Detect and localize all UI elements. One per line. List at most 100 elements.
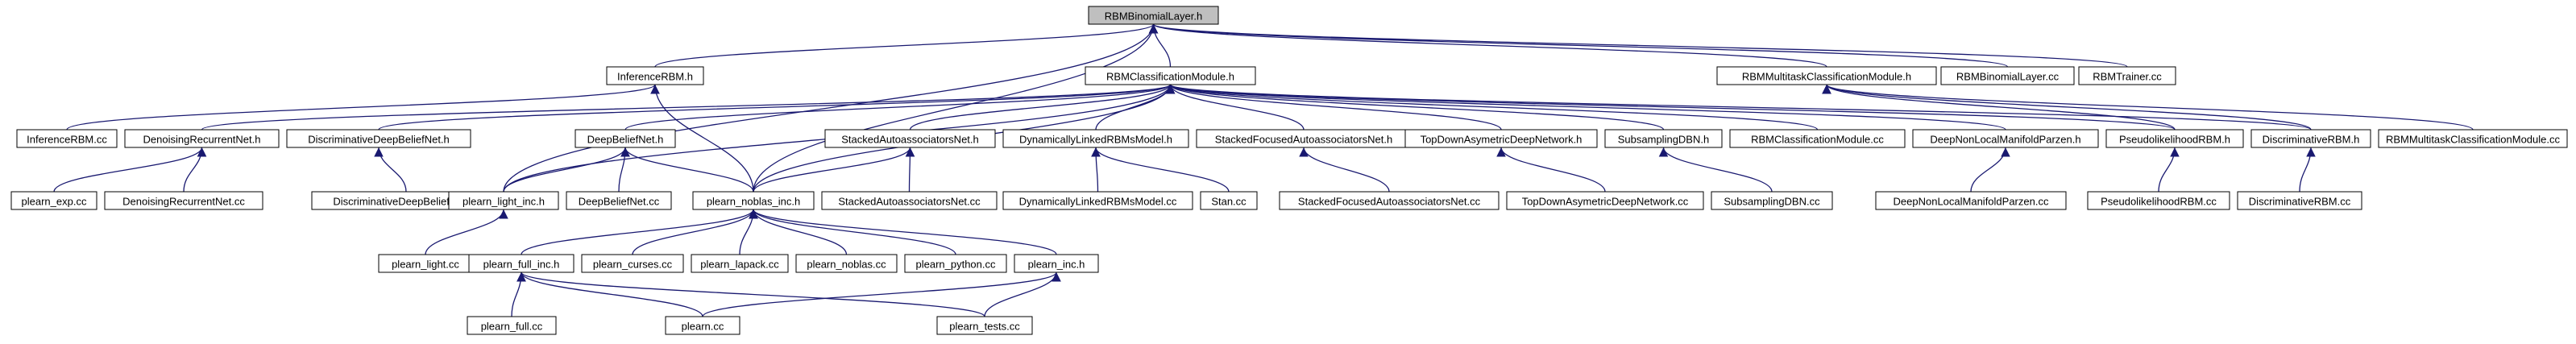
file-node-plearn-curses-cc[interactable]: plearn_curses.cc bbox=[581, 254, 684, 273]
node-box[interactable] bbox=[1002, 191, 1193, 210]
file-node-plearn-inc-h[interactable]: plearn_inc.h bbox=[1014, 254, 1099, 273]
file-node-deepbeliefnet-h[interactable]: DeepBeliefNet.h bbox=[575, 129, 676, 148]
file-node-plearn-tests-cc[interactable]: plearn_tests.cc bbox=[936, 316, 1033, 335]
node-box[interactable] bbox=[1604, 129, 1723, 148]
include-edge bbox=[503, 147, 630, 193]
node-label: plearn_exp.cc bbox=[22, 196, 87, 208]
node-box[interactable] bbox=[936, 316, 1033, 335]
node-box[interactable] bbox=[1014, 254, 1099, 273]
file-node-topdownasymetricdeepnetwork-h[interactable]: TopDownAsymetricDeepNetwork.h bbox=[1404, 129, 1598, 148]
node-box[interactable] bbox=[581, 254, 684, 273]
node-label: PseudolikelihoodRBM.cc bbox=[2101, 196, 2217, 208]
node-box[interactable] bbox=[692, 191, 815, 210]
node-label: RBMBinomialLayer.cc bbox=[1956, 71, 2060, 83]
file-node-subsamplingdbn-cc[interactable]: SubsamplingDBN.cc bbox=[1711, 191, 1833, 210]
file-node-rbmclassificationmodule-cc[interactable]: RBMClassificationModule.cc bbox=[1729, 129, 1906, 148]
node-box[interactable] bbox=[1404, 129, 1598, 148]
node-box[interactable] bbox=[1085, 66, 1256, 85]
include-edge bbox=[1299, 147, 1390, 193]
file-node-stackedautoassociatorsnet-h[interactable]: StackedAutoassociatorsNet.h bbox=[824, 129, 996, 148]
node-box[interactable] bbox=[1729, 129, 1906, 148]
include-edge bbox=[1166, 84, 2006, 131]
file-node-rbmtrainer-cc[interactable]: RBMTrainer.cc bbox=[2078, 66, 2176, 85]
file-node-stackedfocusedautoassociatorsnet-cc[interactable]: StackedFocusedAutoassociatorsNet.cc bbox=[1279, 191, 1500, 210]
file-node-denoisingrecurrentnet-h[interactable]: DenoisingRecurrentNet.h bbox=[124, 129, 280, 148]
node-box[interactable] bbox=[124, 129, 280, 148]
node-box[interactable] bbox=[468, 254, 575, 273]
file-node-discriminativedeepbeliefnet-h[interactable]: DiscriminativeDeepBeliefNet.h bbox=[286, 129, 471, 148]
node-box[interactable] bbox=[1711, 191, 1833, 210]
file-node-deepnonlocalmanifoldparzen-cc[interactable]: DeepNonLocalManifoldParzen.cc bbox=[1875, 191, 2067, 210]
node-box[interactable] bbox=[448, 191, 559, 210]
file-node-rbmbinomiallayer-cc[interactable]: RBMBinomialLayer.cc bbox=[1940, 66, 2075, 85]
file-node-rbmclassificationmodule-h[interactable]: RBMClassificationModule.h bbox=[1085, 66, 1256, 85]
include-edge bbox=[739, 209, 758, 255]
node-box[interactable] bbox=[606, 66, 704, 85]
file-node-discriminativerbm-cc[interactable]: DiscriminativeRBM.cc bbox=[2237, 191, 2362, 210]
node-box[interactable] bbox=[824, 129, 996, 148]
file-node-plearn-light-inc-h[interactable]: plearn_light_inc.h bbox=[448, 191, 559, 210]
node-label: DenoisingRecurrentNet.h bbox=[143, 134, 261, 146]
node-box[interactable] bbox=[1940, 66, 2075, 85]
node-box[interactable] bbox=[16, 129, 118, 148]
node-box[interactable] bbox=[2105, 129, 2244, 148]
node-box[interactable] bbox=[2078, 66, 2176, 85]
node-box[interactable] bbox=[904, 254, 1007, 273]
node-box[interactable] bbox=[1875, 191, 2067, 210]
node-box[interactable] bbox=[1912, 129, 2099, 148]
file-node-stackedfocusedautoassociatorsnet-h[interactable]: StackedFocusedAutoassociatorsNet.h bbox=[1196, 129, 1412, 148]
node-box[interactable] bbox=[2378, 129, 2568, 148]
file-node-denoisingrecurrentnet-cc[interactable]: DenoisingRecurrentNet.cc bbox=[104, 191, 263, 210]
file-node-stan-cc[interactable]: Stan.cc bbox=[1200, 191, 1258, 210]
file-node-plearn-noblas-inc-h[interactable]: plearn_noblas_inc.h bbox=[692, 191, 815, 210]
node-box[interactable] bbox=[104, 191, 263, 210]
file-node-plearn-python-cc[interactable]: plearn_python.cc bbox=[904, 254, 1007, 273]
node-box[interactable] bbox=[665, 316, 740, 335]
node-box[interactable] bbox=[1002, 129, 1189, 148]
file-node-plearn-full-cc[interactable]: plearn_full.cc bbox=[467, 316, 557, 335]
file-node-plearn-exp-cc[interactable]: plearn_exp.cc bbox=[10, 191, 97, 210]
file-node-dynamicallylinkedrbmsmodel-cc[interactable]: DynamicallyLinkedRBMsModel.cc bbox=[1002, 191, 1193, 210]
node-box[interactable] bbox=[566, 191, 672, 210]
include-edge bbox=[1149, 23, 2128, 68]
node-label: DiscriminativeDeepBeliefNet.cc bbox=[333, 196, 479, 208]
file-node-pseudolikelihoodrbm-cc[interactable]: PseudolikelihoodRBM.cc bbox=[2087, 191, 2230, 210]
file-node-discriminativerbm-h[interactable]: DiscriminativeRBM.h bbox=[2250, 129, 2371, 148]
node-box[interactable] bbox=[691, 254, 789, 273]
file-node-dynamicallylinkedrbmsmodel-h[interactable]: DynamicallyLinkedRBMsModel.h bbox=[1002, 129, 1189, 148]
file-node-plearn-light-cc[interactable]: plearn_light.cc bbox=[378, 254, 473, 273]
node-label: DynamicallyLinkedRBMsModel.h bbox=[1019, 134, 1172, 146]
file-node-inferencerbm-cc[interactable]: InferenceRBM.cc bbox=[16, 129, 118, 148]
file-node-inferencerbm-h[interactable]: InferenceRBM.h bbox=[606, 66, 704, 85]
node-box[interactable] bbox=[10, 191, 97, 210]
file-node-plearn-full-inc-h[interactable]: plearn_full_inc.h bbox=[468, 254, 575, 273]
node-box[interactable] bbox=[1279, 191, 1500, 210]
node-box[interactable] bbox=[821, 191, 998, 210]
file-node-deepbeliefnet-cc[interactable]: DeepBeliefNet.cc bbox=[566, 191, 672, 210]
node-box[interactable] bbox=[2237, 191, 2362, 210]
node-box[interactable] bbox=[1200, 191, 1258, 210]
node-box[interactable] bbox=[286, 129, 471, 148]
file-node-subsamplingdbn-h[interactable]: SubsamplingDBN.h bbox=[1604, 129, 1723, 148]
file-node-rbmmultitaskclassificationmodule-cc[interactable]: RBMMultitaskClassificationModule.cc bbox=[2378, 129, 2568, 148]
node-box[interactable] bbox=[795, 254, 898, 273]
node-box[interactable] bbox=[467, 316, 557, 335]
file-node-topdownasymetricdeepnetwork-cc[interactable]: TopDownAsymetricDeepNetwork.cc bbox=[1506, 191, 1704, 210]
file-node-plearn-lapack-cc[interactable]: plearn_lapack.cc bbox=[691, 254, 789, 273]
node-label: plearn_light.cc bbox=[392, 259, 459, 271]
file-node-stackedautoassociatorsnet-cc[interactable]: StackedAutoassociatorsNet.cc bbox=[821, 191, 998, 210]
include-edge bbox=[2158, 147, 2180, 193]
file-node-pseudolikelihoodrbm-h[interactable]: PseudolikelihoodRBM.h bbox=[2105, 129, 2244, 148]
file-node-plearn-cc[interactable]: plearn.cc bbox=[665, 316, 740, 335]
file-node-plearn-noblas-cc[interactable]: plearn_noblas.cc bbox=[795, 254, 898, 273]
node-box[interactable] bbox=[2087, 191, 2230, 210]
include-edge bbox=[702, 271, 1061, 317]
file-node-rbmmultitaskclassificationmodule-h[interactable]: RBMMultitaskClassificationModule.h bbox=[1716, 66, 1937, 85]
include-edge bbox=[1970, 147, 2010, 193]
node-box[interactable] bbox=[575, 129, 676, 148]
node-box[interactable] bbox=[1716, 66, 1937, 85]
file-node-deepnonlocalmanifoldparzen-h[interactable]: DeepNonLocalManifoldParzen.h bbox=[1912, 129, 2099, 148]
node-box[interactable] bbox=[2250, 129, 2371, 148]
node-label: RBMClassificationModule.h bbox=[1106, 71, 1234, 83]
node-box[interactable] bbox=[1506, 191, 1704, 210]
